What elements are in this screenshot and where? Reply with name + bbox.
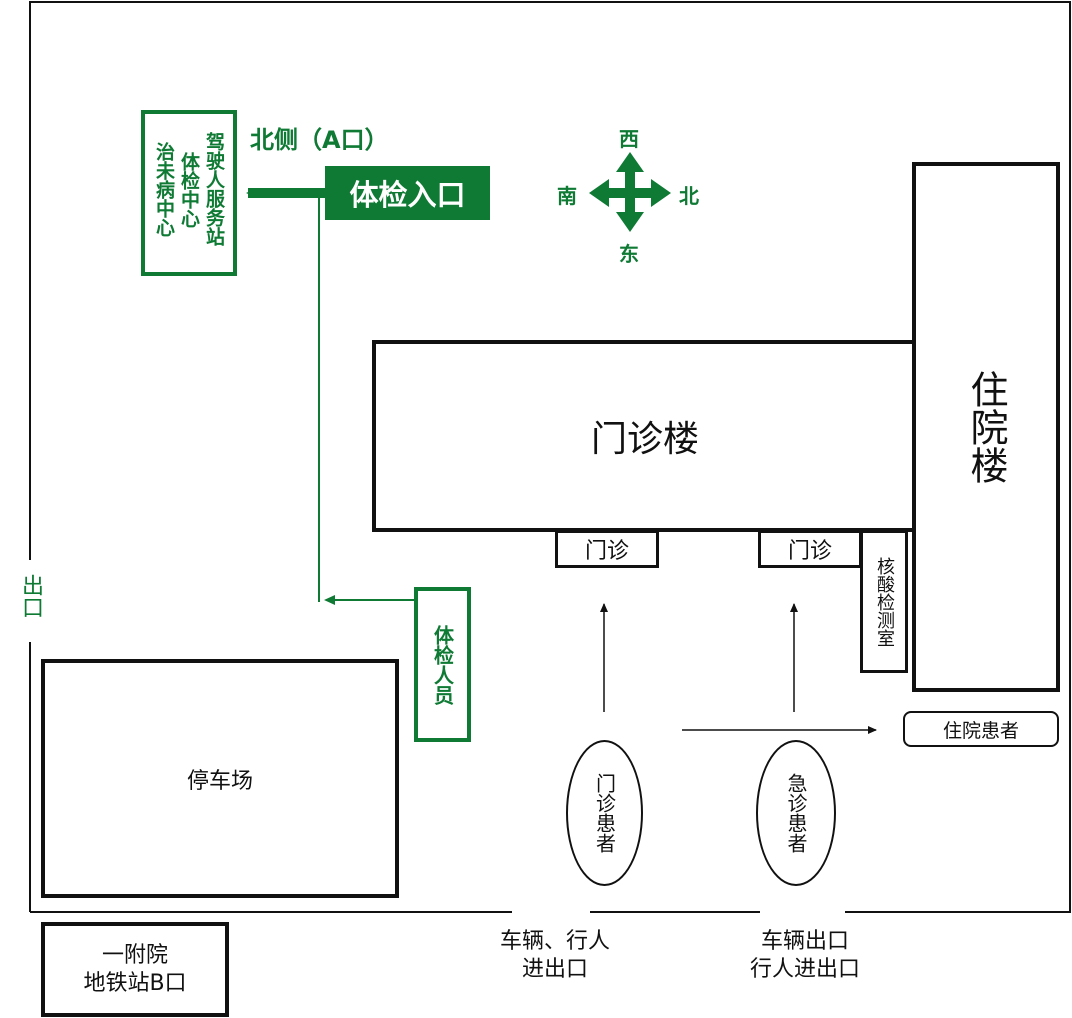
outpatient-door-2: 门诊: [758, 530, 862, 568]
nucleic-acid-test-room: 核酸检测室: [860, 530, 908, 673]
gate-2-line-2: 行人进出口: [749, 957, 860, 982]
outpatient-door-1: 门诊: [555, 530, 659, 568]
outpatients-ellipse: 门诊患者: [566, 740, 643, 886]
compass-arrows: [589, 152, 671, 232]
inpatient-building: 住院楼: [912, 162, 1060, 692]
emergency-patients-ellipse: 急诊患者: [756, 740, 836, 886]
exit-left-label: 出口: [18, 574, 43, 618]
nucleic-acid-test-room-label: 核酸检测室: [874, 556, 895, 647]
outpatients-label: 门诊患者: [592, 773, 617, 853]
compass-north-label: 北: [679, 184, 699, 208]
driver-service-station-label: 驾驶人服务站: [203, 132, 225, 246]
north-side-label: 北侧（A口）: [250, 126, 389, 154]
subway-line-2: 地铁站B口: [83, 970, 187, 996]
checkup-center-building: 驾驶人服务站 体检中心 治未病中心: [141, 110, 237, 276]
compass-east-label: 东: [619, 242, 639, 266]
subway-line-1: 一附院: [101, 942, 168, 968]
gate-2-line-1: 车辆出口: [760, 929, 849, 954]
inpatient-building-label: 住院楼: [964, 370, 1008, 484]
checkup-entrance-sign: 体检入口: [325, 166, 490, 220]
patient-arrows: [600, 603, 877, 734]
gate-2-label: 车辆出口 行人进出口: [730, 928, 880, 984]
emergency-patients-label: 急诊患者: [784, 773, 808, 853]
campus-boundary: [29, 1, 1071, 913]
compass-south-label: 南: [557, 184, 577, 208]
checkup-people-label: 体检人员: [430, 624, 455, 705]
physical-exam-center-label: 体检中心: [178, 152, 200, 228]
gate-1-label: 车辆、行人 进出口: [480, 928, 630, 984]
gate-1-line-1: 车辆、行人: [499, 929, 610, 954]
checkup-people-box: 体检人员: [414, 587, 471, 742]
compass-west-label: 西: [619, 127, 639, 151]
checkup-route: [246, 188, 414, 605]
preventive-medicine-center-label: 治未病中心: [153, 142, 175, 237]
outpatient-building: 门诊楼: [372, 340, 918, 532]
subway-station-box: 一附院 地铁站B口: [41, 922, 229, 1017]
parking-lot: 停车场: [41, 659, 399, 898]
gate-1-line-2: 进出口: [521, 957, 588, 982]
inpatients-label: 住院患者: [903, 711, 1059, 747]
